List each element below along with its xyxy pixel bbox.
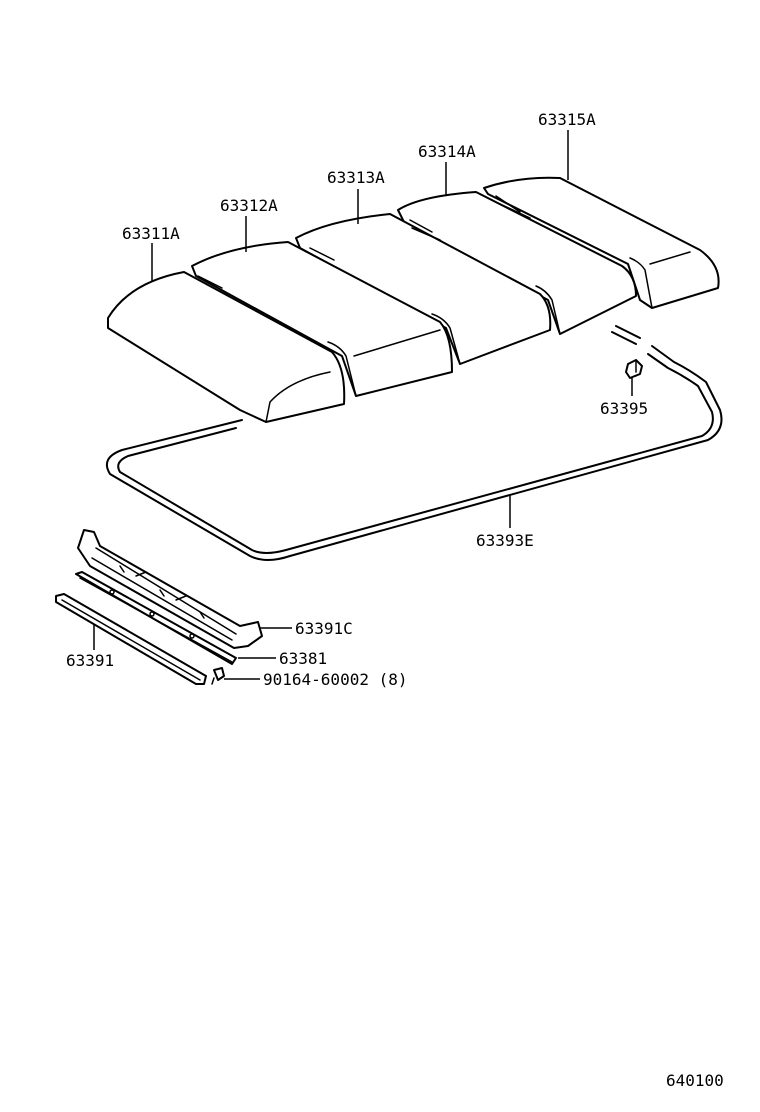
label-63313a: 63313A [327, 168, 385, 187]
screw-90164-60002 [211, 667, 225, 685]
roof-panel-63313a [295, 213, 552, 365]
label-63391: 63391 [66, 651, 114, 670]
roof-panel-63314a [397, 191, 637, 335]
roof-panel-63315a [483, 176, 720, 309]
label-63395: 63395 [600, 399, 648, 418]
roof-panel-63311a [107, 271, 346, 423]
clip-63395 [625, 359, 643, 379]
weatherstrip-63393e [106, 325, 723, 561]
diagram-code: 640100 [666, 1071, 724, 1090]
label-63381: 63381 [279, 649, 327, 668]
label-63315a: 63315A [538, 110, 596, 129]
label-90164-60002: 90164-60002 (8) [263, 670, 408, 689]
label-63314a: 63314A [418, 142, 476, 161]
label-63312a: 63312A [220, 196, 278, 215]
roof-panel-63312a [191, 241, 453, 397]
retainer-strip-63381 [75, 571, 237, 665]
label-63391c: 63391C [295, 619, 353, 638]
label-63311a: 63311A [122, 224, 180, 243]
label-63393e: 63393E [476, 531, 534, 550]
header-trim-63391c [77, 529, 263, 649]
lower-trim-63391 [55, 593, 207, 685]
